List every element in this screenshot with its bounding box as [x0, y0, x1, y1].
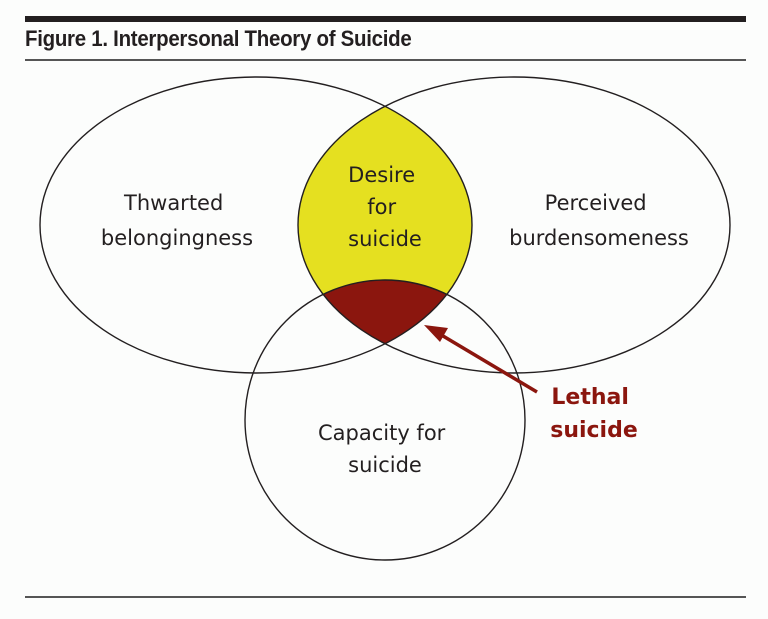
- burden-label: Perceived burdensomeness: [509, 191, 689, 250]
- thwarted-belongingness-set: [39, 76, 473, 374]
- capacity-label: Capacity for suicide: [318, 421, 452, 477]
- figure-title: Figure 1. Interpersonal Theory of Suicid…: [25, 26, 412, 51]
- perceived-burdensomeness-set: [297, 76, 731, 374]
- lethal-arrow: [431, 328, 538, 394]
- desire-label: Desire for suicide: [348, 163, 422, 251]
- top-rule: [25, 16, 746, 22]
- thwarted-label: Thwarted belongingness: [101, 191, 253, 250]
- lethal-label: Lethal suicide: [550, 385, 638, 443]
- lethal-region: [298, 280, 472, 373]
- arrow-head-icon: [424, 325, 448, 342]
- title-rule: [25, 59, 746, 61]
- capacity-set: [244, 279, 526, 561]
- bottom-rule: [25, 596, 746, 598]
